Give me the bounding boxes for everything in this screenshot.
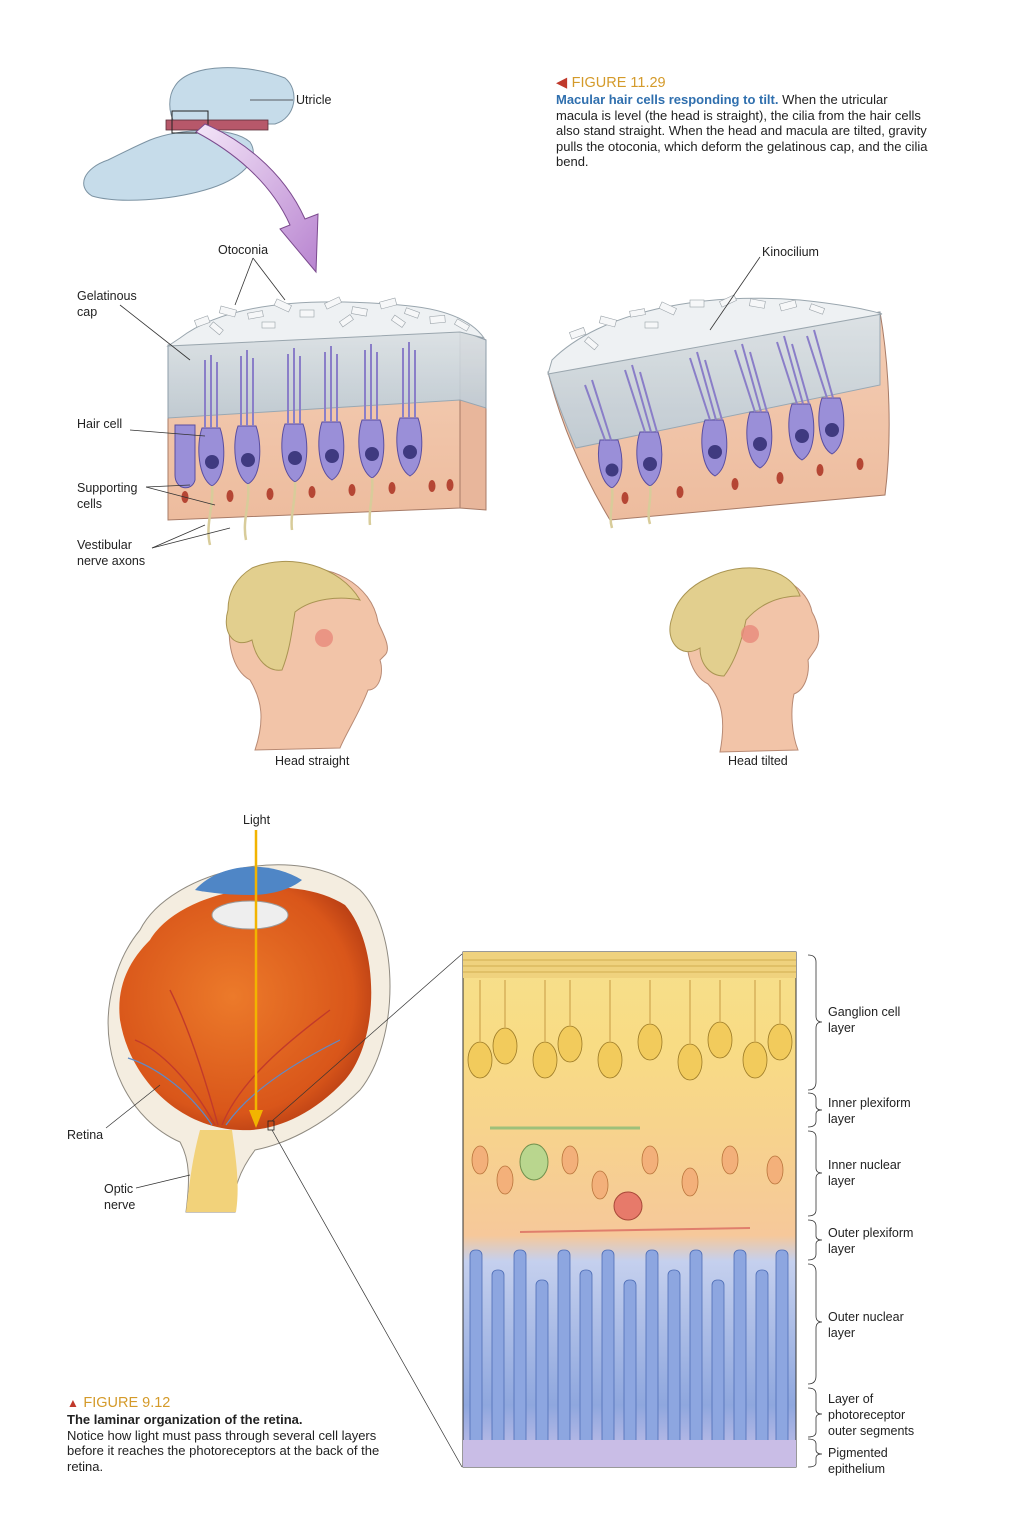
label-supporting-cells: Supporting cells bbox=[77, 481, 138, 511]
figure-11-29-marker-icon: ◀ bbox=[556, 75, 568, 91]
head-straight-drawing bbox=[225, 560, 388, 751]
label-hair-cell: Hair cell bbox=[77, 417, 123, 431]
ganglion-cells bbox=[467, 1021, 793, 1081]
label-gelatinous-cap: Gelatinous cap bbox=[77, 289, 137, 319]
otoconia-crystals bbox=[194, 296, 470, 336]
head-tilted-drawing bbox=[669, 567, 820, 753]
figure-9-12-heading: ▲ FIGURE 9.12 bbox=[67, 1394, 402, 1412]
label-optic-nerve: Optic nerve bbox=[104, 1182, 136, 1212]
figure-11-29-body: Macular hair cells responding to tilt. W… bbox=[556, 92, 928, 170]
layer-label-inner-nuclear: Inner nuclear layer bbox=[828, 1158, 901, 1188]
layer-label-outer-plexiform: Outer plexiform layer bbox=[828, 1226, 914, 1256]
zoom-lines-retina bbox=[105, 953, 463, 1468]
label-retina: Retina bbox=[67, 1128, 104, 1142]
figure-9-12-caption: ▲ FIGURE 9.12 The laminar organization o… bbox=[67, 1394, 402, 1474]
straight-cilia bbox=[204, 342, 416, 428]
layer-label-pigmented-epithelium: Pigmented epithelium bbox=[828, 1446, 888, 1476]
macula-tilted bbox=[547, 294, 890, 529]
figure-11-29-number: FIGURE 11.29 bbox=[571, 75, 666, 91]
layer-label-outer-nuclear: Outer nuclear layer bbox=[828, 1310, 904, 1340]
figure-9-12-marker-icon: ▲ bbox=[67, 1396, 79, 1410]
tilted-otoconia bbox=[569, 294, 825, 351]
macula-straight bbox=[166, 296, 487, 546]
light-arrow bbox=[249, 830, 263, 1128]
bipolar-cells bbox=[471, 1145, 784, 1200]
retina-layer-diagram bbox=[462, 951, 797, 1468]
label-light: Light bbox=[243, 813, 271, 827]
label-otoconia: Otoconia bbox=[218, 243, 269, 257]
figure-11-29-title: Macular hair cells responding to tilt. bbox=[556, 92, 779, 107]
label-utricle: Utricle bbox=[296, 93, 332, 107]
label-head-tilted: Head tilted bbox=[728, 754, 788, 768]
label-vestibular-nerve-axons: Vestibular nerve axons bbox=[77, 538, 146, 568]
figure-11-29-heading: ◀ FIGURE 11.29 bbox=[556, 74, 928, 92]
photoreceptors bbox=[469, 1249, 789, 1451]
layer-label-photoreceptor-outer-segments: Layer of photoreceptor outer segments bbox=[828, 1392, 915, 1438]
nerve-axons bbox=[207, 477, 374, 546]
supporting-cell-nuclei bbox=[181, 479, 454, 503]
label-head-straight: Head straight bbox=[275, 754, 350, 768]
leader-lines-11-29 bbox=[119, 256, 761, 549]
layer-label-ganglion: Ganglion cell layer bbox=[828, 1005, 901, 1035]
eyeball-drawing bbox=[107, 864, 391, 1213]
figure-9-12-number: FIGURE 9.12 bbox=[83, 1395, 171, 1411]
label-kinocilium: Kinocilium bbox=[762, 245, 819, 259]
figure-9-12-title: The laminar organization of the retina. bbox=[67, 1412, 303, 1427]
figure-11-29-caption: ◀ FIGURE 11.29 Macular hair cells respon… bbox=[556, 74, 928, 170]
figure-11-29-text: When the utricular macula is level (the … bbox=[556, 92, 928, 169]
zoom-arrow bbox=[195, 123, 319, 274]
layer-braces bbox=[807, 954, 823, 1468]
figure-9-12-text: Notice how light must pass through sever… bbox=[67, 1427, 380, 1474]
layer-label-inner-plexiform: Inner plexiform layer bbox=[828, 1096, 911, 1126]
utricle-drawing bbox=[83, 67, 295, 201]
bent-cilia bbox=[584, 329, 834, 441]
